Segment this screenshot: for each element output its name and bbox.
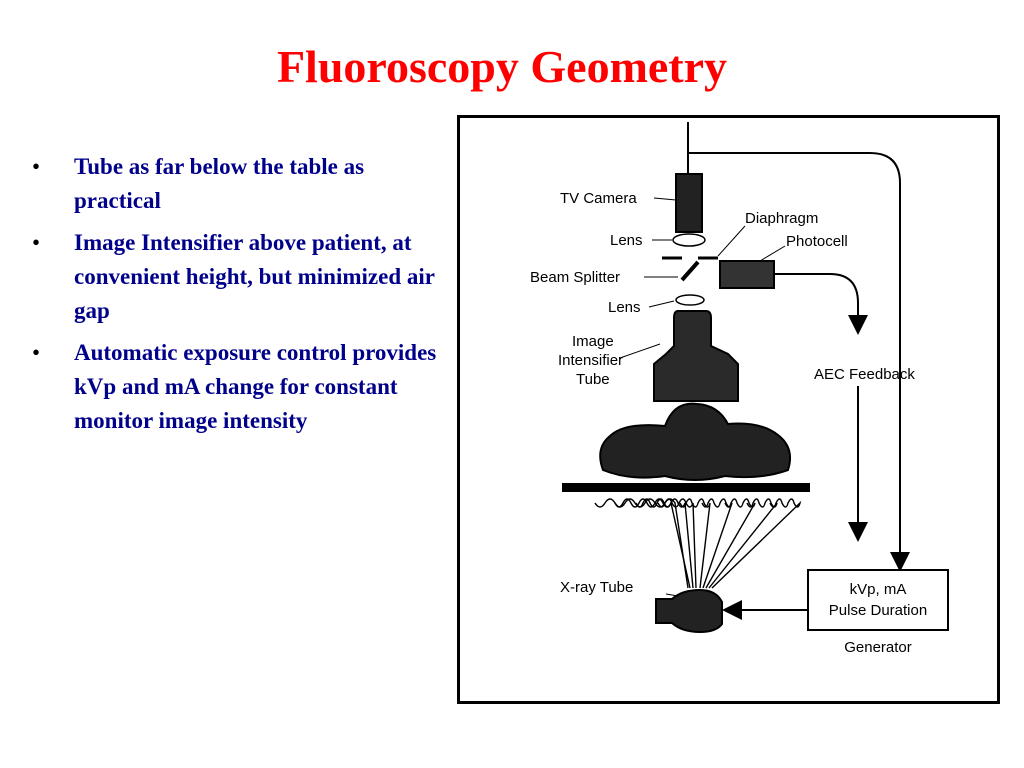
leader-line [653,197,677,201]
aec-feedback-label: AEC Feedback [814,366,915,383]
generator-box [807,569,949,631]
bullet-dot: • [32,154,41,179]
lens-top-label: Lens [610,232,643,249]
ii-label-line1: Image [572,333,614,350]
bullet-item: • Tube as far below the table as practica… [32,150,442,218]
tv-camera [675,173,703,233]
generator-line1: kVp, mA [850,581,907,598]
bullet-dot: • [32,340,41,365]
bullet-text: Image Intensifier above patient, at conv… [74,230,435,323]
ii-label-line2: Intensifier [558,352,623,369]
image-intensifier-tube [653,310,739,402]
bullet-item: • Image Intensifier above patient, at con… [32,226,442,328]
lens-bottom-label: Lens [608,299,641,316]
diaphragm-label: Diaphragm [745,210,818,227]
photocell-label: Photocell [786,233,848,250]
leader-line [665,593,679,597]
bullet-dot: • [32,230,41,255]
xray-beam [594,498,802,589]
bullet-text: Tube as far below the table as practical [74,154,365,213]
tv-camera-label: TV Camera [560,190,637,207]
photocell [719,260,775,289]
xray-tube-label: X-ray Tube [560,579,633,596]
slide-title: Fluoroscopy Geometry [276,41,728,92]
lens-top [672,233,706,247]
leader-line [619,343,661,359]
leader-line [717,225,746,257]
patient-table [562,483,810,492]
diagram-svg: TV Camera Lens Diaphragm Photocell Beam … [530,122,949,656]
generator-line2: Pulse Duration [829,602,927,619]
beam-splitter [680,260,700,282]
xray-tube [655,588,723,634]
bullet-item: • Automatic exposure control provides kVp… [32,336,442,438]
camera-to-generator-line [688,152,910,572]
photocell-feedback-line [774,273,868,335]
beam-splitter-label: Beam Splitter [530,269,620,286]
leader-line [759,245,786,262]
generator-label: Generator [844,639,912,656]
ii-label-line3: Tube [576,371,610,388]
bullet-list: • Tube as far below the table as practica… [32,150,442,446]
patient [599,402,791,481]
leader-line [648,300,675,308]
bullet-text: Automatic exposure control provides kVp … [74,340,437,433]
fluoroscopy-diagram: TV Camera Lens Diaphragm Photocell Beam … [457,115,1000,704]
lens-bottom [675,294,705,306]
